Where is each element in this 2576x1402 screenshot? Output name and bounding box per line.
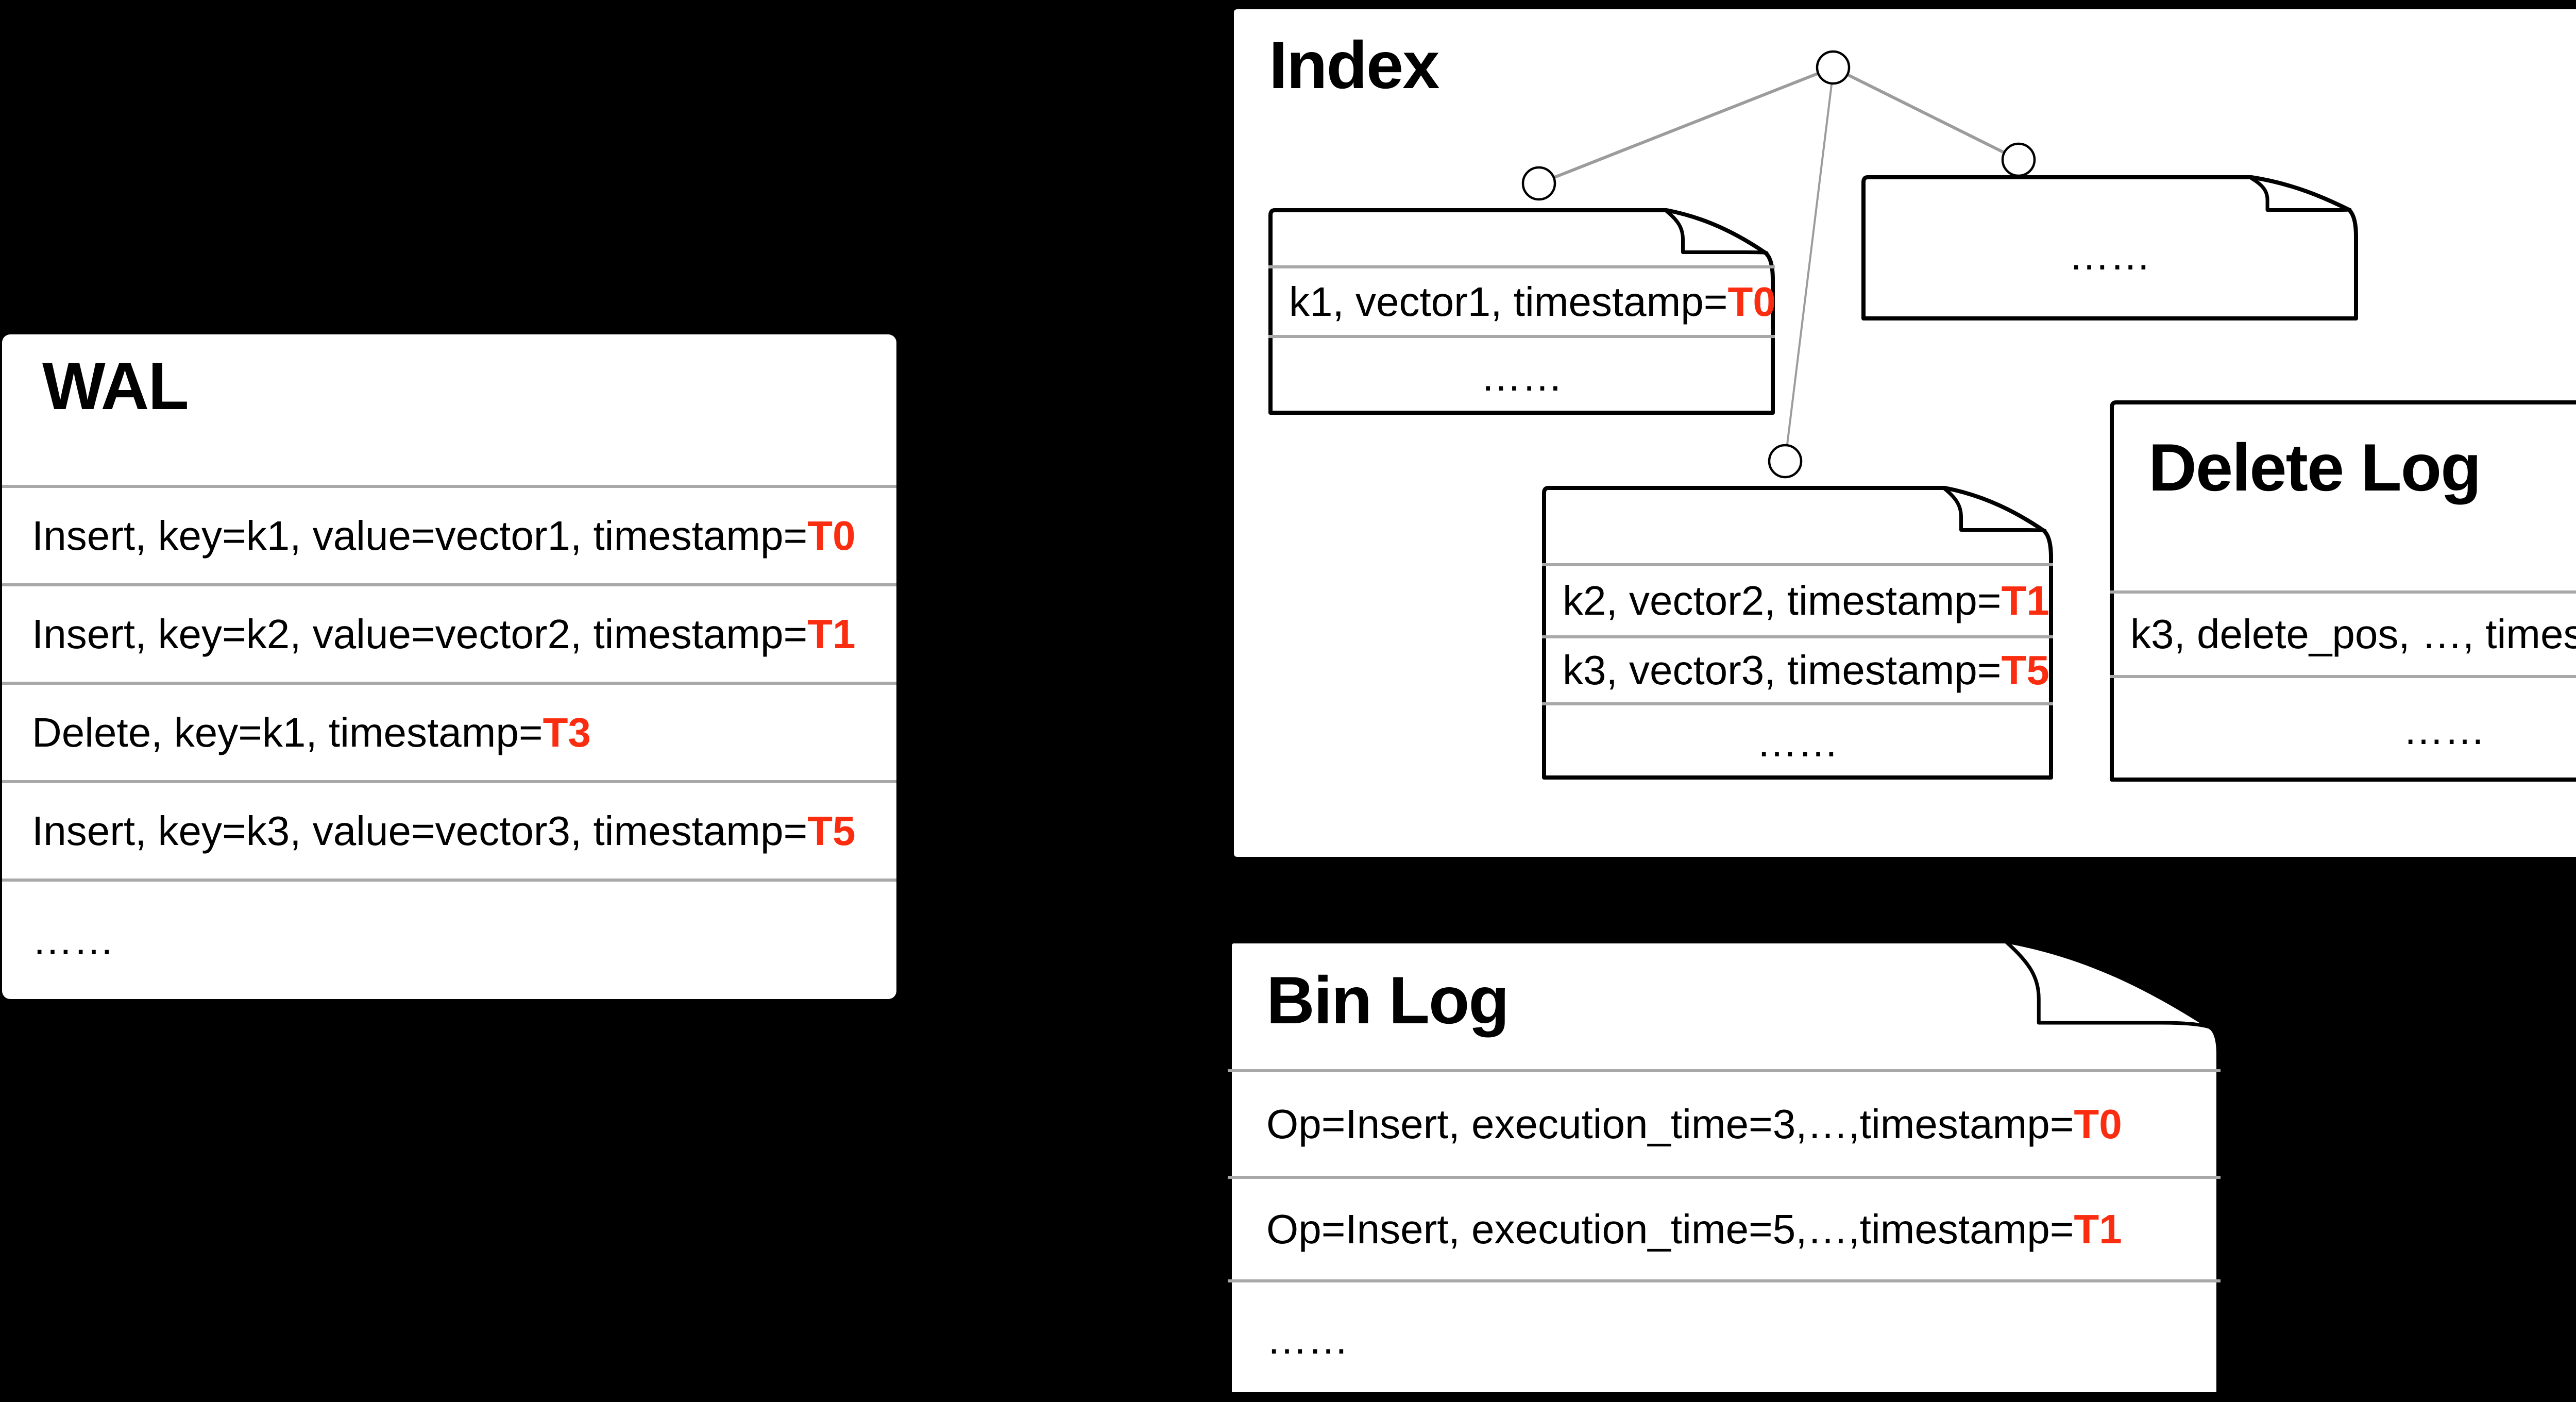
segment-header — [1542, 486, 2053, 563]
segment-more-text: …… — [1756, 719, 1839, 765]
segment-row-more: …… — [1542, 702, 2053, 780]
page-curl-icon — [1268, 208, 1775, 415]
wal-header: WAL — [2, 334, 896, 485]
wal-row-text: Delete, key=k1, timestamp= — [32, 709, 543, 755]
bin-log-rows: Bin Log Op=Insert, execution_time=3,…,ti… — [1228, 939, 2221, 1396]
bin-log-row-text: Op=Insert, execution_time=3,…,timestamp= — [1266, 1101, 2074, 1147]
segment-row-text: k1, vector1, timestamp= — [1289, 278, 1728, 325]
bin-log-title: Bin Log — [1266, 962, 1510, 1038]
index-segment-1: k1, vector1, timestamp=T0 …… — [1268, 208, 1776, 415]
delete-log-row-more: …… — [2110, 675, 2576, 782]
wal-more-text: …… — [32, 917, 114, 963]
segment-row-more: …… — [1268, 335, 1775, 415]
delete-log-rows: Delete Log k3, delete_pos, …, timestamp=… — [2110, 400, 2576, 782]
segment-row-timestamp: T0 — [1727, 278, 1776, 325]
segment-row: k3, vector3, timestamp=T5 — [1542, 635, 2053, 702]
delete-log-row-text: k3, delete_pos, …, timestamp= — [2130, 611, 2576, 657]
page-curl-icon — [1861, 175, 2358, 320]
segment-row-more: …… — [1861, 175, 2358, 320]
bin-log-row-more: …… — [1228, 1279, 2221, 1396]
index-segment-3: k2, vector2, timestamp=T1 k3, vector3, t… — [1542, 486, 2053, 780]
wal-row-timestamp: T1 — [807, 611, 856, 657]
segment-header — [1268, 208, 1775, 265]
bin-log-row-timestamp: T0 — [2074, 1101, 2122, 1147]
segment-more-text: …… — [2069, 232, 2151, 278]
segment-row-text: k2, vector2, timestamp= — [1563, 578, 2002, 623]
wal-row-text: Insert, key=k2, value=vector2, timestamp… — [32, 611, 808, 657]
bin-log-row: Op=Insert, execution_time=3,…,timestamp=… — [1228, 1069, 2221, 1176]
bin-log-row-timestamp: T1 — [2074, 1206, 2122, 1252]
segment-row-text: k3, vector3, timestamp= — [1563, 647, 2002, 693]
bin-log-header: Bin Log — [1228, 939, 2221, 1069]
index-title: Index — [1269, 27, 1440, 103]
bin-log-more-text: …… — [1266, 1316, 1349, 1362]
wal-row-timestamp: T3 — [543, 709, 591, 755]
segment-row: k1, vector1, timestamp=T0 — [1268, 265, 1776, 335]
wal-row-timestamp: T0 — [807, 512, 856, 559]
wal-row-text: Insert, key=k1, value=vector1, timestamp… — [32, 512, 808, 559]
wal-row: Delete, key=k1, timestamp=T3 — [2, 682, 896, 780]
bin-log: Bin Log Op=Insert, execution_time=3,…,ti… — [1228, 939, 2221, 1396]
index-segment-2: …… — [1861, 175, 2358, 320]
segment-more-text: …… — [1480, 353, 1563, 399]
segment-row-timestamp: T5 — [2001, 647, 2049, 693]
segment-row-timestamp: T1 — [2001, 578, 2049, 623]
segment-row: k2, vector2, timestamp=T1 — [1542, 563, 2053, 635]
segment-rows: …… — [1861, 175, 2358, 320]
delete-log-title: Delete Log — [2148, 430, 2482, 505]
segment-rows: k2, vector2, timestamp=T1 k3, vector3, t… — [1542, 486, 2053, 780]
wal-row-timestamp: T5 — [807, 807, 856, 854]
wal-row-text: Insert, key=k3, value=vector3, timestamp… — [32, 807, 808, 854]
delete-log-more-text: …… — [2403, 706, 2485, 753]
wal-row-more: …… — [2, 879, 896, 999]
wal-rows: WAL Insert, key=k1, value=vector1, times… — [2, 334, 896, 999]
delete-log: Delete Log k3, delete_pos, …, timestamp=… — [2110, 400, 2576, 782]
wal-row: Insert, key=k2, value=vector2, timestamp… — [2, 583, 896, 682]
segment-rows: k1, vector1, timestamp=T0 …… — [1268, 208, 1776, 415]
bin-log-row: Op=Insert, execution_time=5,…,timestamp=… — [1228, 1176, 2221, 1279]
wal-row: Insert, key=k3, value=vector3, timestamp… — [2, 780, 896, 879]
wal-title: WAL — [42, 348, 189, 424]
delete-log-row: k3, delete_pos, …, timestamp=T3 — [2110, 590, 2576, 675]
bin-log-row-text: Op=Insert, execution_time=5,…,timestamp= — [1266, 1206, 2074, 1252]
wal-row: Insert, key=k1, value=vector1, timestamp… — [2, 485, 896, 583]
wal-box: WAL Insert, key=k1, value=vector1, times… — [2, 334, 896, 999]
delete-log-header: Delete Log — [2110, 400, 2576, 590]
